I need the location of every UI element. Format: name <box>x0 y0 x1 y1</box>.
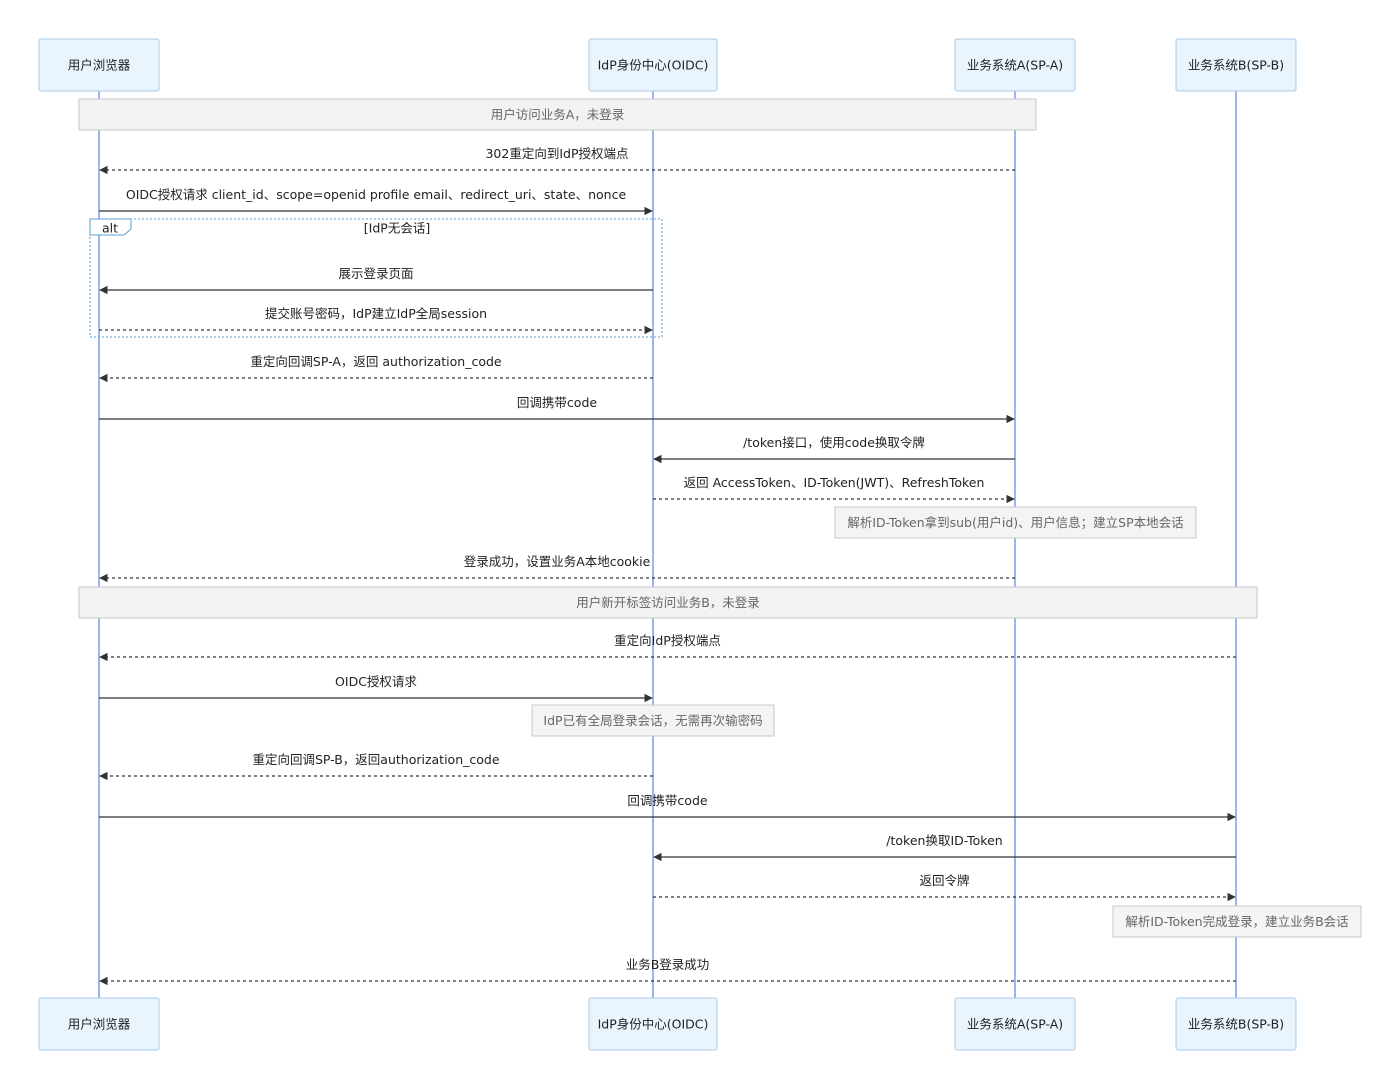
note-box <box>1112 905 1362 938</box>
message: 登录成功，设置业务A本地cookie <box>99 554 1015 583</box>
participant-box <box>588 38 718 92</box>
note-text: 解析ID-Token拿到sub(用户id)、用户信息；建立SP本地会话 <box>847 515 1183 530</box>
note: 解析ID-Token完成登录，建立业务B会话 <box>1112 905 1362 938</box>
participant-spa-bottom: 业务系统A(SP-A) <box>954 997 1076 1051</box>
message-label: 回调携带code <box>627 793 707 808</box>
note-box <box>834 506 1197 539</box>
note-box <box>531 704 775 737</box>
message-label: 业务B登录成功 <box>626 957 710 972</box>
participant-spb-top: 业务系统B(SP-B) <box>1175 38 1297 92</box>
message: 回调携带code <box>99 395 1015 424</box>
message: 302重定向到IdP授权端点 <box>99 146 1015 175</box>
participant-idp-bottom: IdP身份中心(OIDC) <box>588 997 718 1051</box>
message: /token接口，使用code换取令牌 <box>653 435 1015 464</box>
participant-box <box>1175 997 1297 1051</box>
note: IdP已有全局登录会话，无需再次输密码 <box>531 704 775 737</box>
band-label: 用户访问业务A，未登录 <box>491 107 625 122</box>
message: 业务B登录成功 <box>99 957 1236 986</box>
alt-frame <box>89 218 663 338</box>
participant-box <box>38 38 160 92</box>
participant-browser-top: 用户浏览器 <box>38 38 160 92</box>
alt-tab <box>89 218 132 236</box>
message-label: /token换取ID-Token <box>886 833 1002 848</box>
message-label: 回调携带code <box>517 395 597 410</box>
band-box <box>78 586 1258 619</box>
message-label: 提交账号密码，IdP建立IdP全局session <box>265 306 487 321</box>
message-label: 302重定向到IdP授权端点 <box>485 146 628 161</box>
note: 解析ID-Token拿到sub(用户id)、用户信息；建立SP本地会话 <box>834 506 1197 539</box>
participant-spb-bottom: 业务系统B(SP-B) <box>1175 997 1297 1051</box>
message-label: 登录成功，设置业务A本地cookie <box>464 554 651 569</box>
section-band: 用户访问业务A，未登录 <box>78 98 1037 131</box>
message-label: 展示登录页面 <box>338 266 413 281</box>
participant-label: 用户浏览器 <box>68 58 131 73</box>
message-label: 返回令牌 <box>919 873 969 888</box>
message: /token换取ID-Token <box>653 833 1236 862</box>
message: 返回 AccessToken、ID-Token(JWT)、RefreshToke… <box>653 475 1015 504</box>
message-label: OIDC授权请求 client_id、scope=openid profile … <box>126 187 627 202</box>
message: 展示登录页面 <box>99 266 653 295</box>
message: 重定向IdP授权端点 <box>99 633 1236 662</box>
participant-label: 业务系统B(SP-B) <box>1188 1017 1284 1032</box>
message-label: 返回 AccessToken、ID-Token(JWT)、RefreshToke… <box>684 475 985 490</box>
alt-label: alt <box>102 221 118 236</box>
participant-label: 业务系统B(SP-B) <box>1188 58 1284 73</box>
participant-box <box>1175 38 1297 92</box>
message-label: 重定向回调SP-B，返回authorization_code <box>252 752 499 767</box>
message: 重定向回调SP-B，返回authorization_code <box>99 752 653 781</box>
alt-fragment: alt [IdP无会话] <box>89 218 663 338</box>
band-label: 用户新开标签访问业务B，未登录 <box>576 595 760 610</box>
band-box <box>78 98 1037 131</box>
section-band: 用户新开标签访问业务B，未登录 <box>78 586 1258 619</box>
message: 重定向回调SP-A，返回 authorization_code <box>99 354 653 383</box>
message: 返回令牌 <box>653 873 1236 902</box>
participant-label: 用户浏览器 <box>68 1017 131 1032</box>
alt-condition: [IdP无会话] <box>364 221 430 236</box>
message-label: 重定向回调SP-A，返回 authorization_code <box>250 354 501 369</box>
participant-label: 业务系统A(SP-A) <box>967 58 1063 73</box>
participant-label: IdP身份中心(OIDC) <box>598 58 709 73</box>
participant-box <box>954 38 1076 92</box>
message: OIDC授权请求 <box>99 674 653 703</box>
participant-browser-bottom: 用户浏览器 <box>38 997 160 1051</box>
participant-idp-top: IdP身份中心(OIDC) <box>588 38 718 92</box>
message: 提交账号密码，IdP建立IdP全局session <box>99 306 653 335</box>
message-label: 重定向IdP授权端点 <box>614 633 721 648</box>
participant-label: 业务系统A(SP-A) <box>967 1017 1063 1032</box>
participant-box <box>38 997 160 1051</box>
note-text: IdP已有全局登录会话，无需再次输密码 <box>543 713 762 728</box>
participant-spa-top: 业务系统A(SP-A) <box>954 38 1076 92</box>
note-text: 解析ID-Token完成登录，建立业务B会话 <box>1125 914 1348 929</box>
message-label: /token接口，使用code换取令牌 <box>743 435 925 450</box>
message-label: OIDC授权请求 <box>335 674 417 689</box>
participant-box <box>588 997 718 1051</box>
message: OIDC授权请求 client_id、scope=openid profile … <box>99 187 653 216</box>
participant-label: IdP身份中心(OIDC) <box>598 1017 709 1032</box>
message: 回调携带code <box>99 793 1236 822</box>
participant-box <box>954 997 1076 1051</box>
